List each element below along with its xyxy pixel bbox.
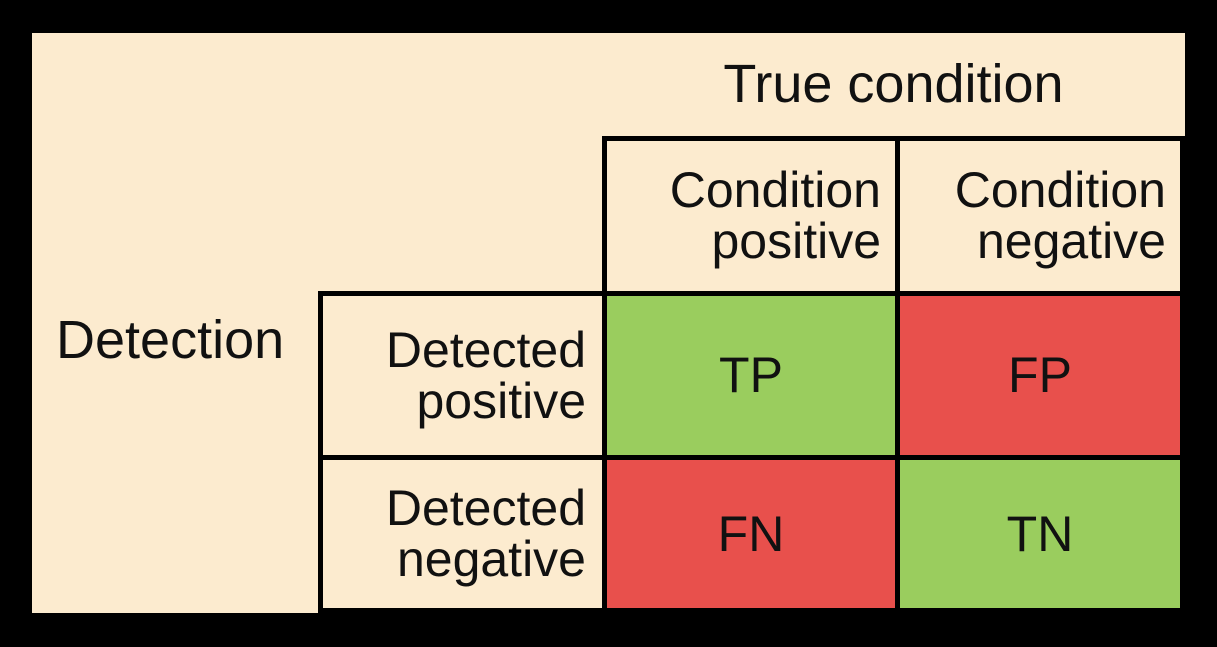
row-header-detected-negative: Detected negative <box>318 455 602 613</box>
detection-axis-label: Detection <box>56 310 285 371</box>
row-header-detected-positive: Detected positive <box>318 291 602 455</box>
true-condition-axis-label: True condition <box>723 53 1064 114</box>
column-header-condition-negative: Condition negative <box>895 136 1185 291</box>
cell-false-negative: FN <box>602 455 895 613</box>
cell-true-negative: TN <box>895 455 1185 613</box>
cell-true-positive: TP <box>602 291 895 455</box>
cell-false-positive: FP <box>895 291 1185 455</box>
column-header-condition-positive: Condition positive <box>602 136 895 291</box>
confusion-matrix-panel: True condition Detection Condition posit… <box>32 33 1185 613</box>
